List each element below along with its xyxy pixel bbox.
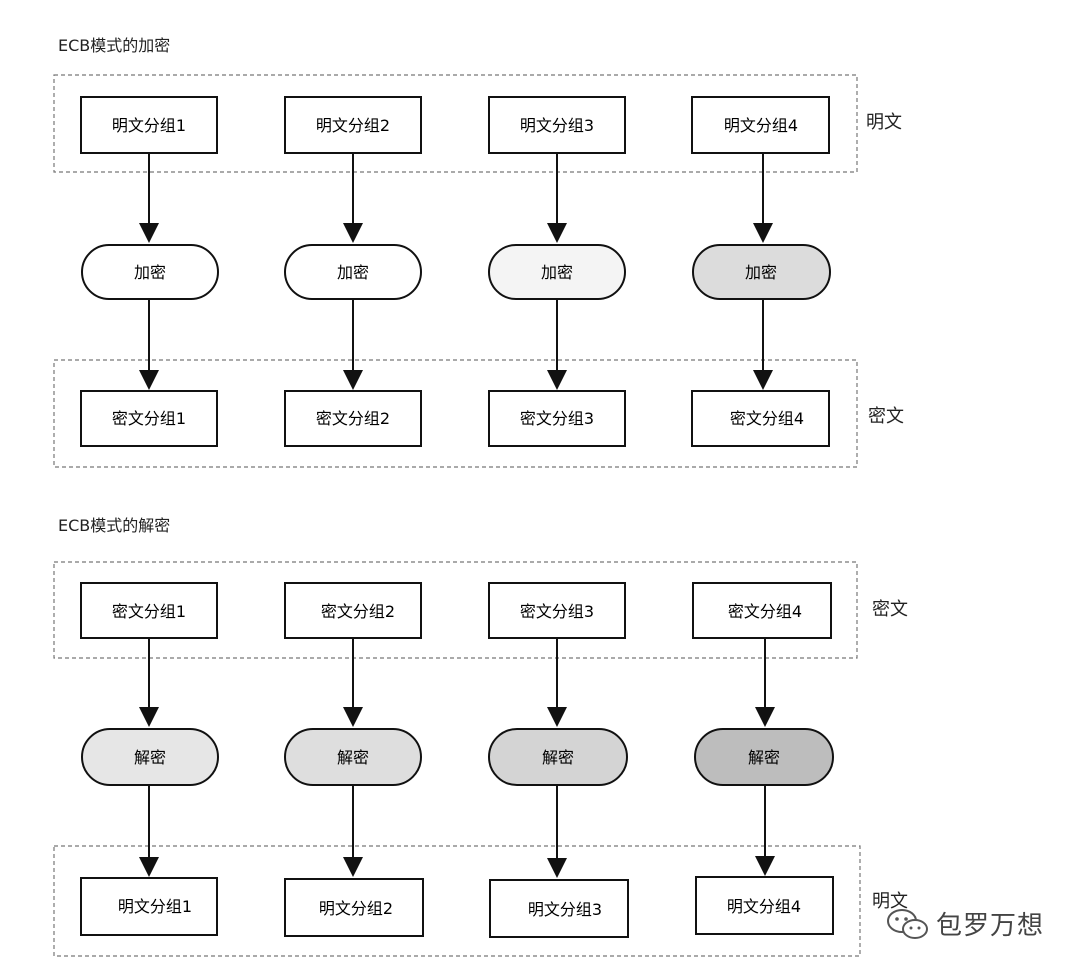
ciphertext-block-1-label: 密文分组1 bbox=[112, 602, 186, 621]
decryption-plaintext-group-label: 明文 bbox=[872, 891, 908, 912]
decrypt-process-4-label: 解密 bbox=[748, 748, 780, 767]
encryption-ciphertext-group bbox=[53, 359, 858, 468]
ciphertext-block-4-label: 密文分组4 bbox=[730, 409, 804, 428]
encrypt-process-3-label: 加密 bbox=[541, 263, 573, 282]
decrypt-process-4 bbox=[694, 728, 834, 786]
plaintext-block-3 bbox=[488, 96, 626, 154]
ciphertext-block-3 bbox=[488, 390, 626, 447]
encrypt-process-2 bbox=[284, 244, 422, 300]
ciphertext-block-3-label: 密文分组3 bbox=[520, 602, 594, 621]
decryption-column-3: 密文分组3 解密 明文分组3 bbox=[488, 582, 629, 938]
ciphertext-block-4-label: 密文分组4 bbox=[728, 602, 802, 621]
encryption-column-4: 明文分组4 加密 密文分组4 bbox=[691, 96, 831, 447]
wechat-icon bbox=[886, 908, 928, 939]
ciphertext-block-1 bbox=[80, 390, 218, 447]
decrypt-process-3 bbox=[488, 728, 628, 786]
ciphertext-block-2-label: 密文分组2 bbox=[316, 409, 390, 428]
ciphertext-block-2-label: 密文分组2 bbox=[321, 602, 395, 621]
plaintext-block-2-label: 明文分组2 bbox=[316, 116, 390, 135]
plaintext-block-3-label: 明文分组3 bbox=[528, 900, 602, 919]
plaintext-block-3-label: 明文分组3 bbox=[520, 116, 594, 135]
decryption-title: ECB模式的解密 bbox=[58, 516, 170, 535]
decryption-ciphertext-group bbox=[53, 561, 858, 659]
decrypt-process-3-label: 解密 bbox=[542, 748, 574, 767]
ciphertext-block-2 bbox=[284, 582, 422, 639]
plaintext-block-1 bbox=[80, 877, 218, 936]
plaintext-block-2 bbox=[284, 96, 422, 154]
decrypt-process-1 bbox=[81, 728, 219, 786]
decryption-column-4: 密文分组4 解密 明文分组4 bbox=[692, 582, 834, 935]
plaintext-block-1-label: 明文分组1 bbox=[112, 116, 186, 135]
decrypt-process-1-label: 解密 bbox=[134, 748, 166, 767]
ciphertext-block-1 bbox=[80, 582, 218, 639]
plaintext-block-1-label: 明文分组1 bbox=[118, 897, 192, 916]
watermark-text: 包罗万想 bbox=[935, 911, 1044, 941]
encryption-plaintext-group bbox=[53, 74, 858, 173]
ciphertext-block-4 bbox=[691, 390, 830, 447]
ciphertext-block-3-label: 密文分组3 bbox=[520, 409, 594, 428]
ciphertext-block-3 bbox=[488, 582, 626, 639]
ciphertext-block-1-label: 密文分组1 bbox=[112, 409, 186, 428]
plaintext-block-4-label: 明文分组4 bbox=[724, 116, 798, 135]
encryption-column-1: 明文分组1 加密 密文分组1 bbox=[80, 96, 219, 447]
encryption-column-2: 明文分组2 加密 密文分组2 bbox=[284, 96, 422, 447]
encryption-column-3: 明文分组3 加密 密文分组3 bbox=[488, 96, 626, 447]
decrypt-process-2 bbox=[284, 728, 422, 786]
plaintext-block-4 bbox=[691, 96, 830, 154]
ciphertext-block-4 bbox=[692, 582, 832, 639]
encryption-plaintext-group-label: 明文 bbox=[866, 112, 902, 133]
decrypt-process-2-label: 解密 bbox=[337, 748, 369, 767]
decryption-column-1: 密文分组1 解密 明文分组1 bbox=[80, 582, 219, 936]
encryption-ciphertext-group-label: 密文 bbox=[868, 406, 904, 427]
plaintext-block-3 bbox=[489, 879, 629, 938]
decryption-column-2: 密文分组2 解密 明文分组2 bbox=[284, 582, 424, 937]
ciphertext-block-2 bbox=[284, 390, 422, 447]
encryption-title: ECB模式的加密 bbox=[58, 36, 170, 55]
decryption-plaintext-group bbox=[53, 845, 861, 957]
encrypt-process-3 bbox=[488, 244, 626, 300]
encrypt-process-4 bbox=[692, 244, 831, 300]
encrypt-process-1 bbox=[81, 244, 219, 300]
encrypt-process-4-label: 加密 bbox=[745, 263, 777, 282]
plaintext-block-4 bbox=[695, 876, 834, 935]
encrypt-process-2-label: 加密 bbox=[337, 263, 369, 282]
decryption-ciphertext-group-label: 密文 bbox=[872, 599, 908, 620]
encrypt-process-1-label: 加密 bbox=[134, 263, 166, 282]
plaintext-block-4-label: 明文分组4 bbox=[727, 897, 801, 916]
plaintext-block-2 bbox=[284, 878, 424, 937]
plaintext-block-2-label: 明文分组2 bbox=[319, 899, 393, 918]
plaintext-block-1 bbox=[80, 96, 218, 154]
watermark: 包罗万想 bbox=[886, 905, 1044, 942]
